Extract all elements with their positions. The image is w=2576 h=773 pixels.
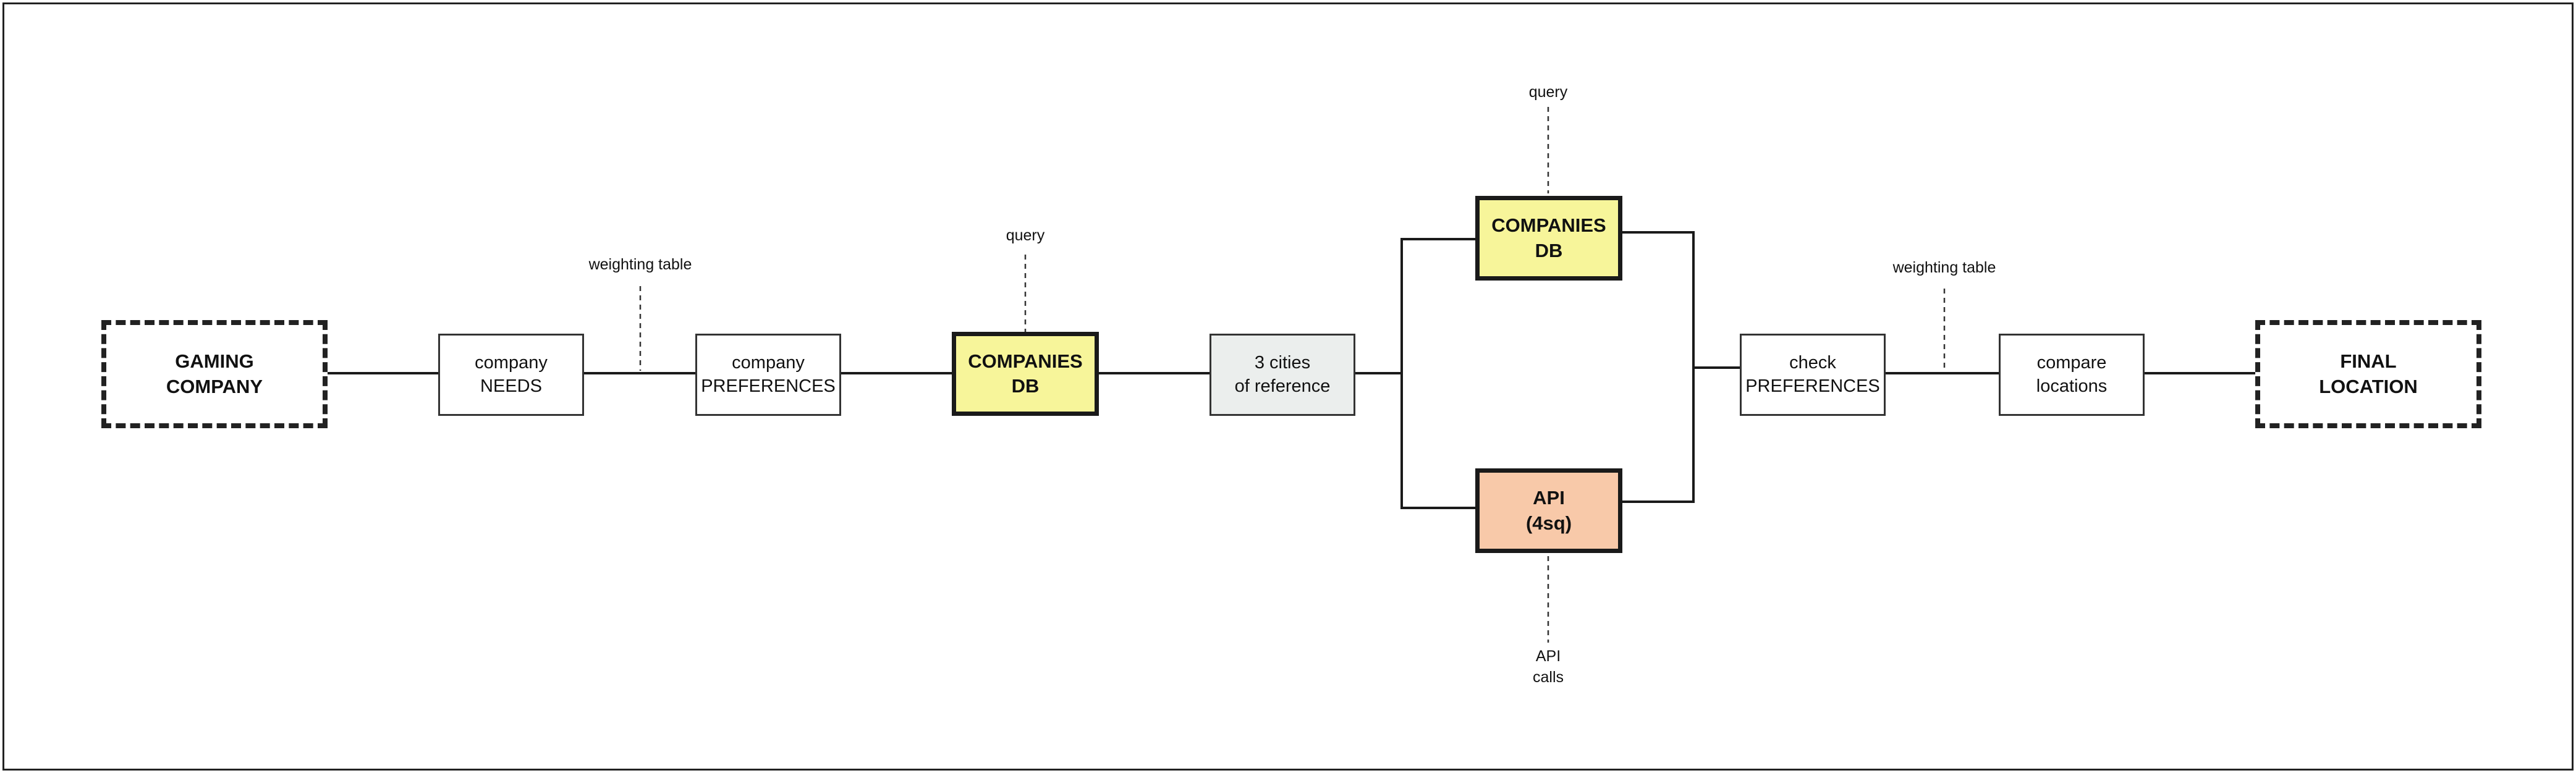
companies-db-node-1: COMPANIES DB xyxy=(952,332,1099,416)
query-note-1: query xyxy=(1006,227,1045,244)
gaming-company-node: GAMING COMPANY xyxy=(101,320,328,428)
compare-locations-label: compare locations xyxy=(2036,352,2108,396)
company-preferences-label: company PREFERENCES xyxy=(701,352,836,396)
cities-of-reference-node: 3 cities of reference xyxy=(1210,334,1355,416)
check-preferences-node: check PREFERENCES xyxy=(1740,334,1886,416)
api-label: API (4sq) xyxy=(1525,487,1572,534)
api-node: API (4sq) xyxy=(1475,468,1622,553)
companies-db-label-1: COMPANIES DB xyxy=(968,350,1083,397)
check-preferences-label: check PREFERENCES xyxy=(1745,352,1880,396)
cities-of-reference-label: 3 cities of reference xyxy=(1234,352,1331,396)
edge-db2-check xyxy=(1622,231,1740,369)
company-needs-label: company NEEDS xyxy=(475,352,548,396)
companies-db-label-2: COMPANIES DB xyxy=(1491,214,1606,261)
company-needs-node: company NEEDS xyxy=(438,334,584,416)
company-preferences-node: company PREFERENCES xyxy=(695,334,841,416)
edge-cities-api xyxy=(1400,373,1476,509)
weighting-table-note-1: weighting table xyxy=(588,256,692,273)
weighting-table-note-2: weighting table xyxy=(1892,259,1996,276)
companies-db-node-2: COMPANIES DB xyxy=(1475,196,1622,281)
api-calls-note: API calls xyxy=(1532,648,1564,686)
final-location-node: FINAL LOCATION xyxy=(2255,320,2481,428)
query-note-2: query xyxy=(1528,83,1568,101)
edge-cities-db2 xyxy=(1355,238,1476,374)
final-location-label: FINAL LOCATION xyxy=(2319,350,2418,397)
gaming-company-label: GAMING COMPANY xyxy=(166,350,263,397)
compare-locations-node: compare locations xyxy=(1999,334,2145,416)
edge-api-check xyxy=(1622,368,1695,503)
